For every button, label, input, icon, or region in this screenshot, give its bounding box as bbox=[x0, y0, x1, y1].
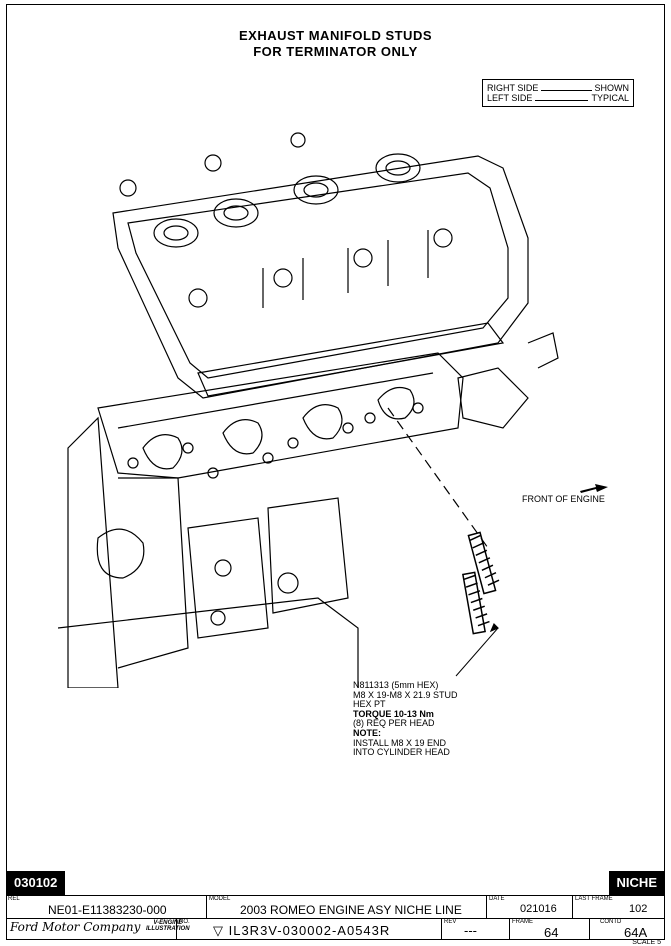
scale-label: SCALE 5 bbox=[632, 939, 661, 946]
niche-badge: NICHE bbox=[608, 871, 665, 895]
stud-callout: N811313 (5mm HEX) M8 X 19-M8 X 21.9 STUD… bbox=[353, 680, 458, 758]
title-block: REL NE01-E11383230-000 MODEL 2003 ROMEO … bbox=[6, 895, 665, 940]
rev-label: REV bbox=[444, 919, 457, 925]
rev-cell: REV --- bbox=[441, 918, 509, 940]
title-line-1: EXHAUST MANIFOLD STUDS bbox=[239, 28, 432, 43]
frame-value: 64 bbox=[544, 925, 559, 940]
rev-value: --- bbox=[464, 923, 477, 938]
callout-quantity: (8) REQ PER HEAD bbox=[353, 718, 435, 729]
callout-part-number: N811313 (5mm HEX) bbox=[353, 680, 439, 690]
legend-shown: SHOWN bbox=[594, 83, 630, 93]
callout-stud-size: M8 X 19-M8 X 21.9 STUD bbox=[353, 689, 458, 700]
title-line-2: FOR TERMINATOR ONLY bbox=[253, 44, 418, 59]
contd-value: 64A bbox=[624, 925, 648, 940]
date-label: DATE bbox=[489, 896, 505, 902]
drawing-frame bbox=[6, 4, 665, 940]
front-of-engine-label: FRONT OF ENGINE bbox=[522, 494, 605, 504]
contd-label: CONTD bbox=[600, 919, 622, 925]
frame-cell: FRAME 64 bbox=[509, 918, 589, 940]
no-label: NO. bbox=[179, 919, 190, 925]
date-value: 021016 bbox=[520, 903, 557, 915]
rel-value: NE01-E11383230-000 bbox=[48, 903, 167, 917]
rel-label: REL bbox=[8, 896, 20, 902]
callout-torque: TORQUE 10-13 Nm bbox=[353, 708, 434, 719]
legend-right-side: RIGHT SIDE bbox=[487, 83, 539, 93]
section-code-badge: 030102 bbox=[6, 871, 66, 895]
last-frame-cell: LAST FRAME 102 bbox=[572, 896, 665, 918]
frame-label: FRAME bbox=[512, 919, 533, 925]
rel-cell: REL NE01-E11383230-000 bbox=[6, 896, 206, 918]
contd-cell: CONTD 64A bbox=[589, 918, 665, 940]
illustration-number: ▽ IL3R3V-030002-A0543R bbox=[213, 923, 391, 938]
v-engine-illustration-label: V-ENGINE ILLUSTRATION bbox=[146, 920, 190, 932]
model-label: MODEL bbox=[209, 896, 231, 902]
legend-typical: TYPICAL bbox=[591, 93, 629, 103]
side-legend: RIGHT SIDE SHOWN LEFT SIDE TYPICAL bbox=[482, 79, 634, 107]
callout-note-line-1: INSTALL M8 X 19 END bbox=[353, 737, 447, 748]
last-frame-value: 102 bbox=[629, 903, 648, 915]
callout-hex-pt: HEX PT bbox=[353, 699, 386, 710]
engine-illustration bbox=[58, 132, 559, 688]
callout-note-label: NOTE: bbox=[353, 727, 381, 738]
ford-logo-text: Ford Motor Company bbox=[10, 920, 141, 934]
date-cell: DATE 021016 bbox=[486, 896, 572, 918]
number-cell: NO. ▽ IL3R3V-030002-A0543R bbox=[176, 918, 441, 940]
model-cell: MODEL 2003 ROMEO ENGINE ASY NICHE LINE bbox=[206, 896, 486, 918]
front-arrow-icon bbox=[580, 484, 608, 493]
callout-note-line-2: INTO CYLINDER HEAD bbox=[353, 747, 450, 758]
last-frame-label: LAST FRAME bbox=[575, 896, 613, 902]
legend-left-side: LEFT SIDE bbox=[487, 93, 533, 103]
model-value: 2003 ROMEO ENGINE ASY NICHE LINE bbox=[240, 903, 462, 917]
